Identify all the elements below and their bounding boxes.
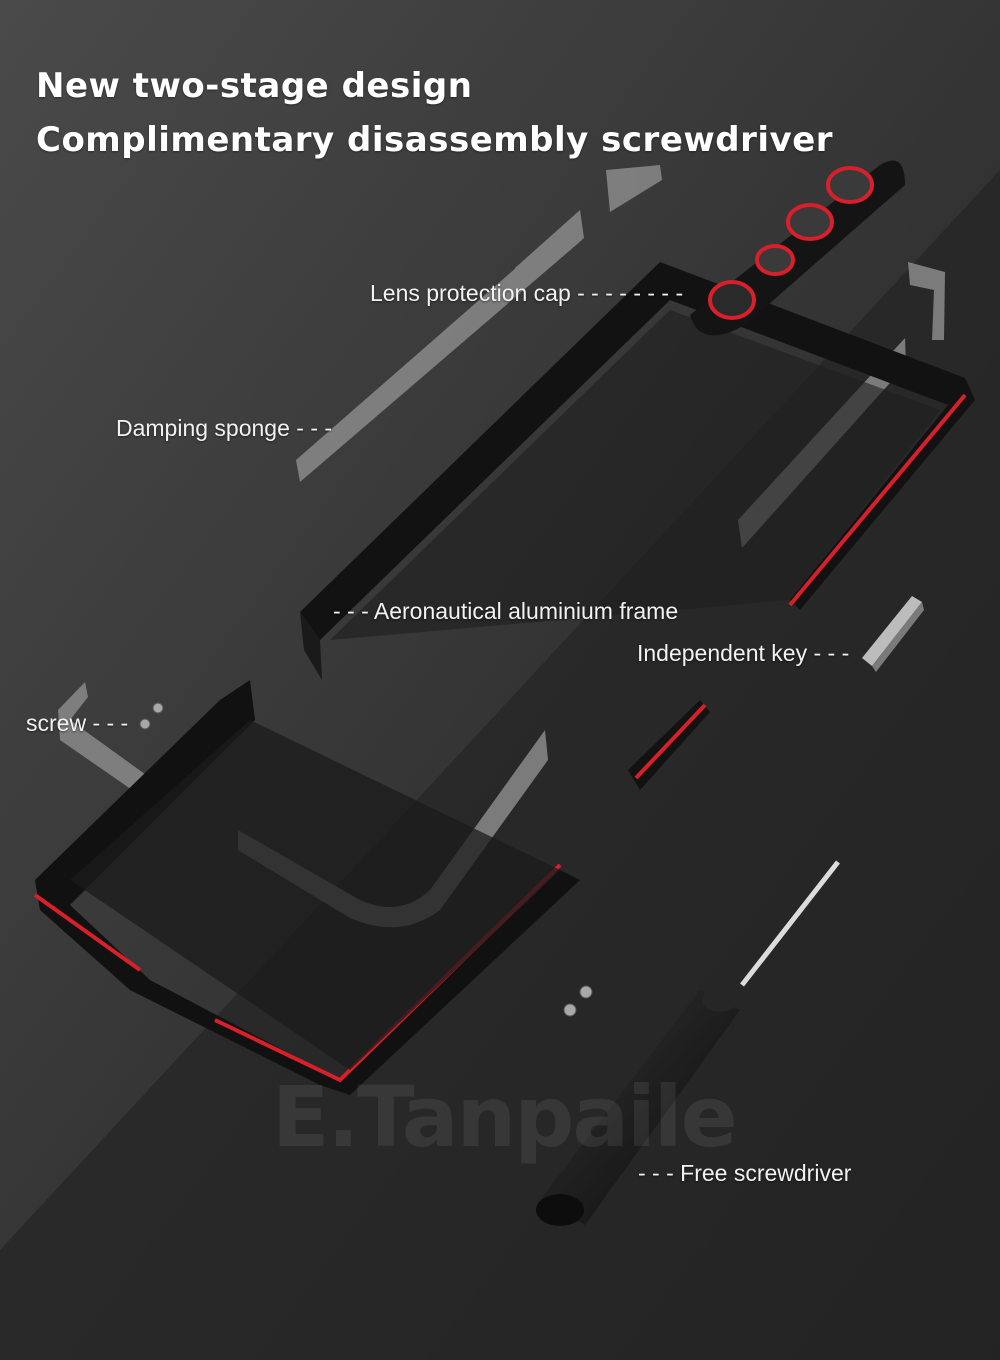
callout-aluminium-frame: - - - Aeronautical aluminium frame xyxy=(333,598,679,624)
callout-screwdriver: - - - Free screwdriver xyxy=(638,1160,852,1186)
aluminium-frame xyxy=(33,262,975,1095)
screws xyxy=(139,702,593,1017)
brand-watermark: E.Tanpaile xyxy=(272,1068,738,1166)
independent-key xyxy=(862,596,924,672)
callout-damping-sponge: Damping sponge - - - xyxy=(116,415,333,441)
lens-protection-cap xyxy=(690,160,905,336)
callout-lens-cap: Lens protection cap - - - - - - - - xyxy=(370,280,684,306)
callout-independent-key: Independent key - - - xyxy=(637,640,850,666)
headline-screwdriver: Complimentary disassembly screwdriver xyxy=(36,120,834,160)
screwdriver xyxy=(536,860,840,1226)
callout-screw: screw - - - xyxy=(26,710,129,736)
headline-design: New two-stage design xyxy=(36,66,473,106)
